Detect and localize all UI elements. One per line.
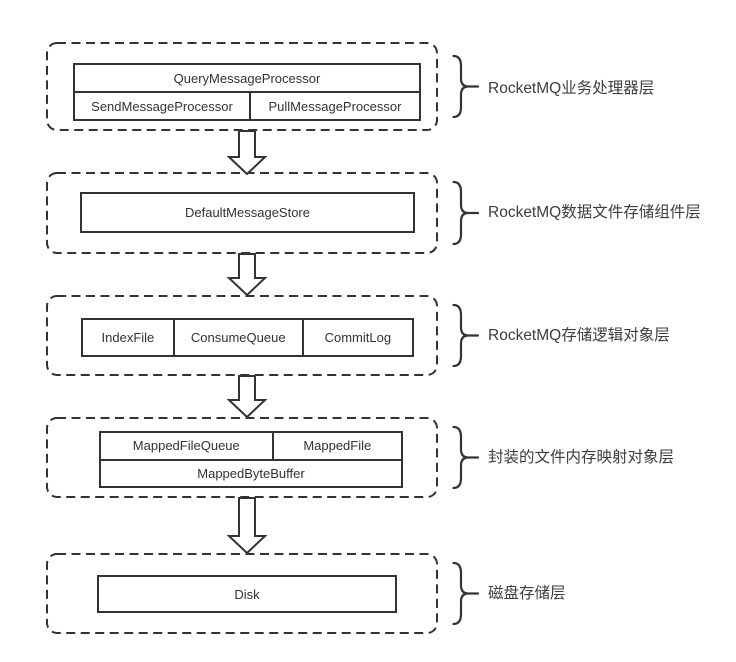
layer-5-box-group: Disk: [97, 575, 397, 613]
layer-2-row-1: DefaultMessageStore: [82, 194, 413, 231]
layer-3-row-1: IndexFile ConsumeQueue CommitLog: [83, 320, 412, 355]
box-mapped-byte-buffer: MappedByteBuffer: [197, 465, 305, 481]
layer-1-label: RocketMQ业务处理器层: [488, 80, 655, 97]
layer-2-box-group: DefaultMessageStore: [80, 192, 415, 233]
box-default-message-store: DefaultMessageStore: [184, 205, 310, 220]
brace-icon-layer-3: [452, 303, 480, 368]
layer-4-box-group: MappedFileQueue MappedFile MappedByteBuf…: [99, 431, 403, 488]
layer-4-row-1: MappedFileQueue MappedFile: [101, 433, 401, 459]
layer-4-row-2: MappedByteBuffer: [101, 458, 401, 487]
brace-icon-layer-2: [452, 180, 480, 246]
brace-icon-layer-5: [452, 561, 480, 626]
layer-1-row-1: QueryMessageProcessor: [75, 65, 419, 91]
layer-3-label: RocketMQ存储逻辑对象层: [488, 327, 670, 344]
down-arrow-icon-3: [226, 375, 268, 419]
layer-5-row-1: Disk: [99, 577, 395, 611]
box-query-message-processor: QueryMessageProcessor: [173, 70, 321, 86]
down-arrow-icon-4: [226, 497, 268, 555]
layer-5-label: 磁盘存储层: [488, 585, 566, 602]
box-index-file: IndexFile: [101, 330, 155, 345]
brace-icon-layer-4: [452, 425, 480, 490]
box-consume-queue: ConsumeQueue: [172, 320, 302, 355]
brace-icon-layer-1: [452, 54, 480, 119]
layer-2-label: RocketMQ数据文件存储组件层: [488, 204, 701, 221]
down-arrow-icon-1: [226, 130, 268, 176]
dashed-container-layer-5: [46, 553, 438, 634]
box-send-message-processor: SendMessageProcessor: [91, 98, 233, 114]
layer-1-box-group: QueryMessageProcessor SendMessageProcess…: [73, 63, 421, 121]
layer-4-label: 封装的文件内存映射对象层: [488, 449, 675, 466]
box-mapped-file: MappedFile: [271, 433, 401, 459]
box-commit-log: CommitLog: [301, 320, 412, 355]
box-disk: Disk: [234, 586, 260, 602]
layer-3-box-group: IndexFile ConsumeQueue CommitLog: [81, 318, 414, 357]
down-arrow-icon-2: [226, 253, 268, 297]
box-pull-message-processor: PullMessageProcessor: [248, 93, 419, 119]
layer-1-row-2: SendMessageProcessor PullMessageProcesso…: [75, 91, 419, 119]
box-mapped-file-queue: MappedFileQueue: [132, 438, 240, 454]
